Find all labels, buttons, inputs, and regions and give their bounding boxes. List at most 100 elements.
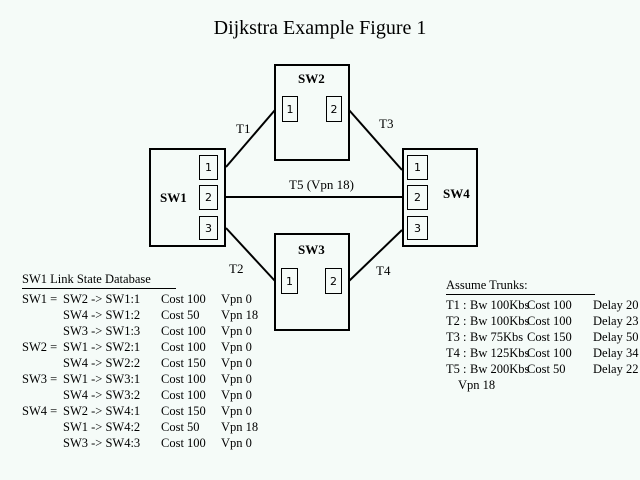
lsdb-node: SW1 = <box>22 292 58 306</box>
lsdb-row: SW4 -> SW3:2 Cost 100 Vpn 0 <box>22 387 252 403</box>
link-state-database: SW1 Link State Database SW1 = SW2 -> SW1:… <box>22 271 258 451</box>
lsdb-cost: Cost 100 <box>161 324 206 338</box>
lsdb-node: SW4 = <box>22 404 58 418</box>
switch-sw3-label: SW3 <box>298 242 325 257</box>
lsdb-vpn: Vpn 0 <box>221 404 252 418</box>
switch-sw4-label: SW4 <box>443 186 470 201</box>
lsdb-link: SW3 -> SW4:3 <box>63 436 141 450</box>
trunk-bw: Bw 100Kbs <box>470 314 530 328</box>
sw3-port-1: 1 <box>281 268 298 294</box>
trunk-t3-line <box>348 109 403 171</box>
trunk-delay: Delay 22 <box>593 362 639 376</box>
switch-sw3-box <box>274 233 350 331</box>
lsdb-row: SW3 -> SW1:3 Cost 100 Vpn 0 <box>22 323 252 339</box>
trunk-delay: Delay 23 <box>593 314 639 328</box>
trunk-t1-line <box>225 109 276 168</box>
trunk-cost: Cost 150 <box>527 330 572 344</box>
lsdb-row: SW1 -> SW4:2 Cost 50 Vpn 18 <box>22 419 258 435</box>
lsdb-vpn: Vpn 0 <box>221 388 252 402</box>
trunk-t2-label: T2 <box>229 261 244 276</box>
trunk-cost: Cost 100 <box>527 346 572 360</box>
lsdb-cost: Cost 150 <box>161 356 206 370</box>
sw1-port-1: 1 <box>199 155 218 180</box>
lsdb-link: SW4 -> SW2:2 <box>63 356 141 370</box>
trunk-cost: Cost 100 <box>527 314 572 328</box>
trunk-cost: Cost 50 <box>527 362 566 376</box>
sw3-port-2: 2 <box>325 268 342 294</box>
trunk-trunk: T5 : <box>446 362 467 376</box>
figure-title: Dijkstra Example Figure 1 <box>213 17 427 39</box>
sw1-port-3: 3 <box>199 216 218 240</box>
trunk-spec-row: T5 :Bw 200KbsCost 50 Delay 22 <box>446 361 638 377</box>
switch-sw2-label: SW2 <box>298 71 325 86</box>
lsdb-cost: Cost 50 <box>161 308 200 322</box>
lsdb-link: SW2 -> SW4:1 <box>63 404 141 418</box>
sw4-port-2: 2 <box>407 185 428 210</box>
trunk-bw: Bw 200Kbs <box>470 362 530 376</box>
lsdb-vpn: Vpn 18 <box>221 420 259 434</box>
lsdb-cost: Cost 100 <box>161 292 206 306</box>
sw4-port-3: 3 <box>407 216 428 240</box>
lsdb-row: SW1 = SW2 -> SW1:1 Cost 100 Vpn 0 <box>22 291 252 307</box>
trunk-delay: Delay 50 <box>593 330 639 344</box>
trunk-t4-line <box>348 229 403 282</box>
trunk-trunk: T1 : <box>446 298 467 312</box>
switch-sw4-box <box>402 148 478 247</box>
trunk-t5-label: T5 (Vpn 18) <box>289 177 354 192</box>
trunks-heading: Assume Trunks: <box>446 277 595 295</box>
trunk-trunk: T3 : <box>446 330 467 344</box>
lsdb-link: SW3 -> SW1:3 <box>63 324 141 338</box>
lsdb-cost: Cost 100 <box>161 388 206 402</box>
lsdb-cost: Cost 100 <box>161 340 206 354</box>
switch-sw1-box <box>149 148 226 247</box>
sw4-port-1: 1 <box>407 155 428 180</box>
lsdb-cost: Cost 150 <box>161 404 206 418</box>
trunk-t4-label: T4 <box>376 263 391 278</box>
switch-sw1-label: SW1 <box>160 190 187 205</box>
lsdb-cost: Cost 50 <box>161 420 200 434</box>
sw2-port-1: 1 <box>282 96 298 122</box>
lsdb-vpn: Vpn 0 <box>221 372 252 386</box>
lsdb-vpn: Vpn 18 <box>221 308 259 322</box>
lsdb-link: SW4 -> SW3:2 <box>63 388 141 402</box>
lsdb-cost: Cost 100 <box>161 372 206 386</box>
lsdb-link: SW1 -> SW3:1 <box>63 372 141 386</box>
trunk-spec-row: T1 :Bw 100KbsCost 100 Delay 20 <box>446 297 638 313</box>
trunk-cost: Cost 100 <box>527 298 572 312</box>
lsdb-row: SW3 = SW1 -> SW3:1 Cost 100 Vpn 0 <box>22 371 252 387</box>
lsdb-link: SW1 -> SW4:2 <box>63 420 141 434</box>
lsdb-node: SW2 = <box>22 340 58 354</box>
trunk-trunk: T4 : <box>446 346 467 360</box>
lsdb-vpn: Vpn 0 <box>221 356 252 370</box>
lsdb-row: SW4 = SW2 -> SW4:1 Cost 150 Vpn 0 <box>22 403 252 419</box>
switch-sw2-box <box>274 64 350 161</box>
lsdb-row: SW4 -> SW1:2 Cost 50 Vpn 18 <box>22 307 258 323</box>
trunk-t2-line <box>225 227 276 282</box>
sw1-port-2: 2 <box>199 185 218 210</box>
lsdb-vpn: Vpn 0 <box>221 292 252 306</box>
lsdb-heading: SW1 Link State Database <box>22 271 176 289</box>
trunk-bw: Bw 100Kbs <box>470 298 530 312</box>
lsdb-link: SW2 -> SW1:1 <box>63 292 141 306</box>
lsdb-vpn: Vpn 0 <box>221 340 252 354</box>
lsdb-row: SW4 -> SW2:2 Cost 150 Vpn 0 <box>22 355 252 371</box>
trunk-delay: Delay 34 <box>593 346 639 360</box>
lsdb-node: SW3 = <box>22 372 58 386</box>
sw2-port-2: 2 <box>326 96 342 122</box>
trunk-trunk: T2 : <box>446 314 467 328</box>
lsdb-vpn: Vpn 0 <box>221 436 252 450</box>
trunk-t1-label: T1 <box>236 121 251 136</box>
trunk-spec-row: T2 :Bw 100KbsCost 100 Delay 23 <box>446 313 638 329</box>
lsdb-cost: Cost 100 <box>161 436 206 450</box>
lsdb-row: SW3 -> SW4:3 Cost 100 Vpn 0 <box>22 435 252 451</box>
trunk-delay: Delay 20 <box>593 298 639 312</box>
lsdb-vpn: Vpn 0 <box>221 324 252 338</box>
trunk-bw: Bw 75Kbs <box>470 330 524 344</box>
trunk-t3-label: T3 <box>379 116 394 131</box>
lsdb-link: SW4 -> SW1:2 <box>63 308 141 322</box>
